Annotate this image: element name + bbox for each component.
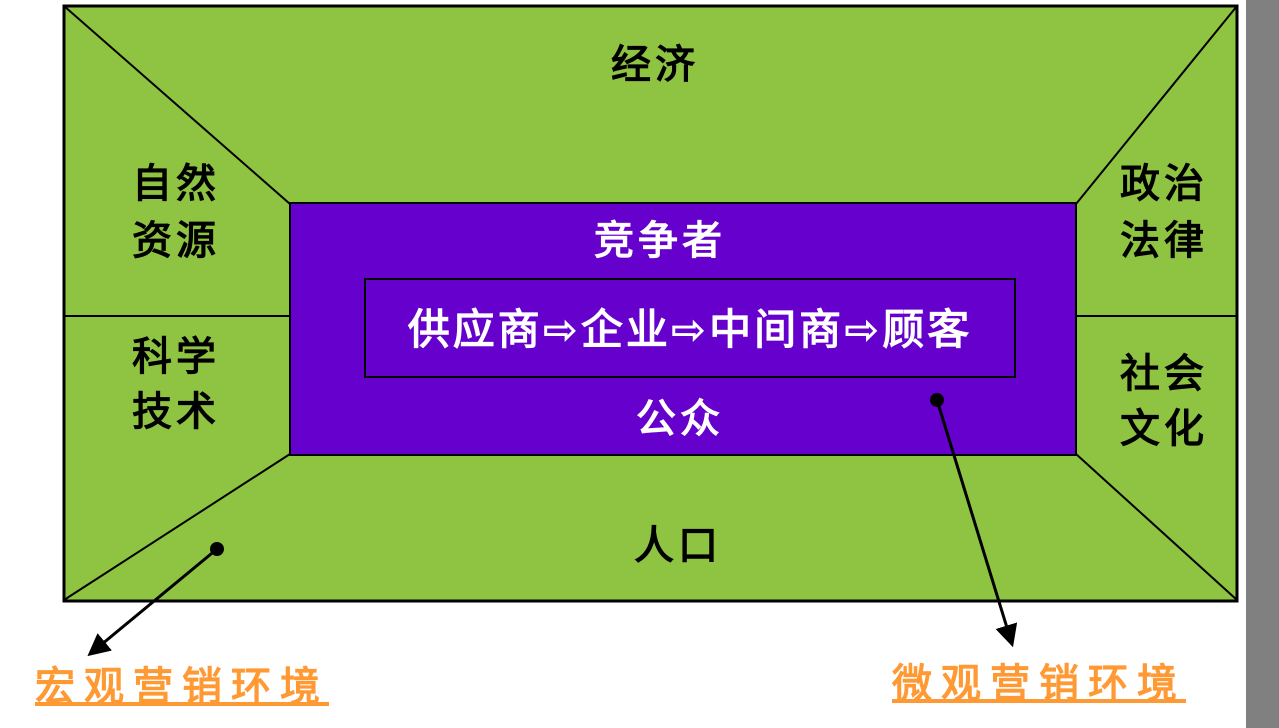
section-public: 公众 (636, 396, 724, 442)
section-science-tech-line2: 技术 (132, 389, 220, 435)
diagonal-line-top-right (1075, 5, 1238, 205)
micro-callout-arrow (935, 399, 1018, 648)
diagonal-line-bottom-left (63, 453, 291, 601)
supply-chain-text: 供应商⇨企业⇨中间商⇨顾客 (408, 305, 973, 354)
section-science-tech-line1: 科学 (132, 334, 220, 380)
section-politics-law-line2: 法律 (1120, 218, 1208, 264)
diagonal-line-bottom-right (1075, 453, 1238, 601)
section-society-culture-line1: 社会 (1120, 351, 1208, 397)
macro-environment-label: 宏观营销环境 (35, 664, 329, 710)
section-society-culture-line2: 文化 (1120, 406, 1208, 452)
macro-callout-arrow (87, 547, 218, 657)
section-natural-resources-line1: 自然 (132, 161, 220, 207)
chain-border-box (364, 278, 1016, 378)
section-economy: 经济 (611, 42, 699, 88)
micro-environment-rect (289, 202, 1077, 456)
diagonal-line-top-left (63, 5, 291, 205)
micro-environment-label: 微观营销环境 (891, 661, 1186, 707)
section-population: 人口 (634, 523, 722, 569)
section-politics-law-line1: 政治 (1120, 161, 1208, 207)
section-natural-resources-line2: 资源 (132, 218, 220, 264)
section-competitors: 竞争者 (594, 218, 726, 264)
window-edge-strip (1246, 0, 1279, 728)
